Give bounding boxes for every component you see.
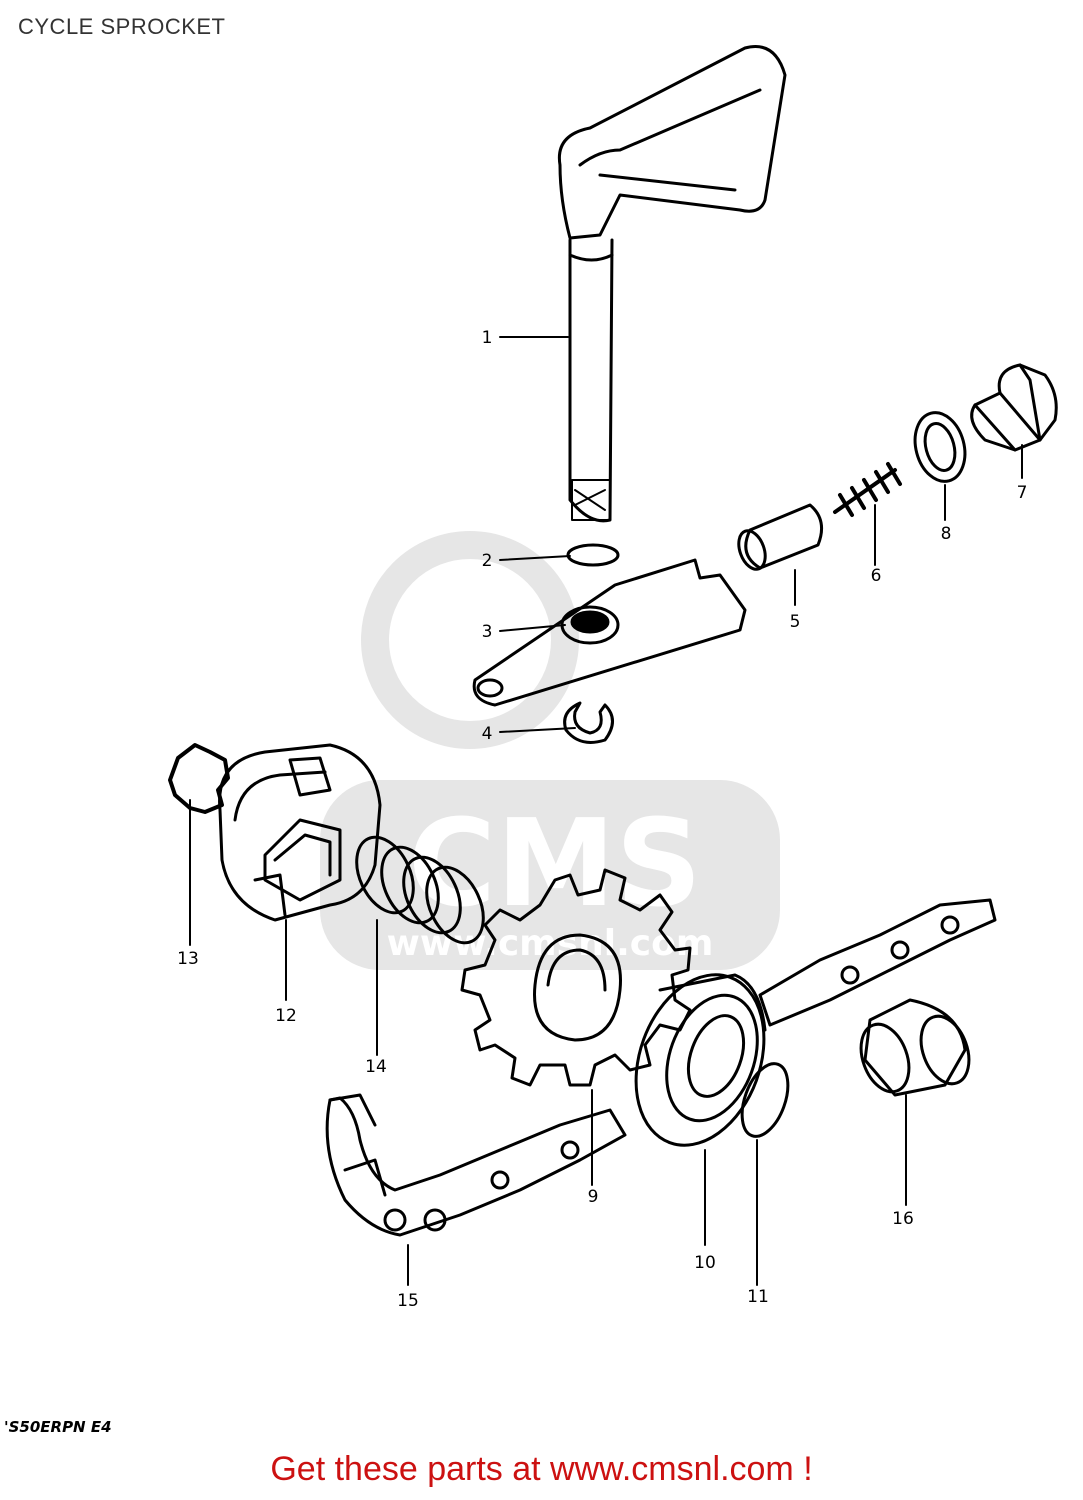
- callout-16: 16: [892, 1209, 914, 1229]
- callout-10: 10: [694, 1253, 716, 1273]
- bolt-7: [970, 363, 1058, 452]
- watermark: CMS www.cmsnl.com: [320, 531, 780, 970]
- washer-8: [913, 411, 967, 483]
- callout-1: 1: [482, 328, 493, 348]
- watermark-site: www.cmsnl.com: [387, 923, 714, 964]
- callout-2: 2: [482, 551, 493, 571]
- callout-3: 3: [482, 622, 493, 642]
- callout-5: 5: [790, 612, 801, 632]
- callout-9: 9: [588, 1187, 599, 1207]
- callout-8: 8: [941, 524, 952, 544]
- page-title: CYCLE SPROCKET: [18, 14, 226, 39]
- spring-14: [355, 835, 485, 945]
- callout-13: 13: [177, 949, 199, 969]
- leader-lines: [189, 336, 1023, 1286]
- sprocket: [460, 868, 692, 1087]
- callout-11: 11: [747, 1287, 769, 1307]
- callout-15: 15: [397, 1291, 419, 1311]
- callout-4: 4: [482, 724, 493, 744]
- kick-lever: [557, 45, 787, 523]
- watermark-brand: CMS: [408, 795, 702, 934]
- spring-6: [833, 462, 902, 517]
- diagram-code: 'S50ERPN E4: [4, 1418, 112, 1436]
- circlip: [563, 701, 614, 744]
- drive-gear: [218, 743, 382, 922]
- cta-link[interactable]: Get these parts at www.cmsnl.com !: [270, 1450, 813, 1488]
- callout-14: 14: [365, 1057, 387, 1077]
- washer-2: [566, 543, 620, 567]
- chain: [325, 898, 997, 1237]
- arm-plate: [472, 558, 747, 707]
- callout-7: 7: [1017, 483, 1028, 503]
- bearing: [634, 973, 767, 1147]
- collar-16: [859, 998, 971, 1097]
- o-ring-11: [740, 1062, 790, 1138]
- callout-12: 12: [275, 1006, 297, 1026]
- pin-5: [737, 503, 824, 571]
- callout-6: 6: [871, 566, 882, 586]
